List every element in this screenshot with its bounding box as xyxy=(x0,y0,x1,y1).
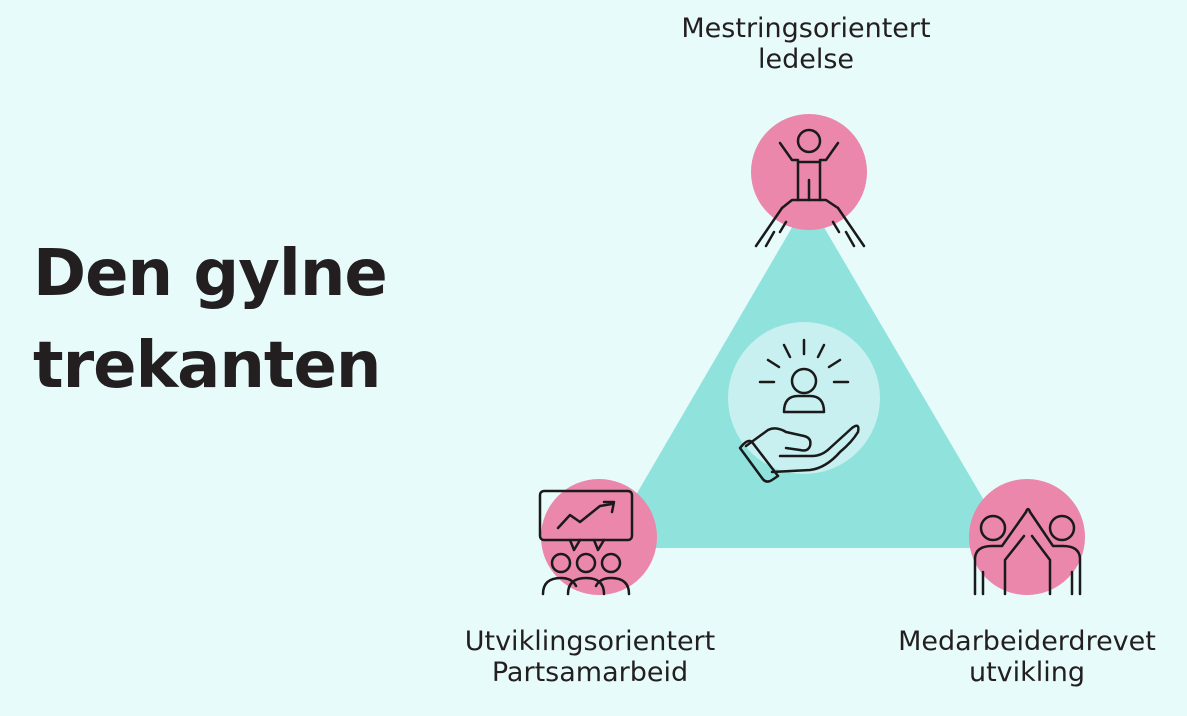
hand-holding-person-icon xyxy=(738,338,860,483)
node-label-right: Medarbeiderdrevet utvikling xyxy=(877,626,1177,688)
high-five-icon xyxy=(973,507,1082,596)
node-circle-top xyxy=(751,114,867,230)
page-title: Den gylne trekanten xyxy=(33,228,388,412)
title-line-2: trekanten xyxy=(33,329,381,403)
node-label-right-line-1: Medarbeiderdrevet xyxy=(898,626,1156,657)
team-presentation-growth-chart-icon xyxy=(538,489,634,596)
node-label-top-line-2: ledelse xyxy=(757,44,855,75)
title-line-1: Den gylne xyxy=(33,237,388,311)
node-label-left-line-2: Partsamarbeid xyxy=(491,657,689,688)
node-label-right-line-2: utvikling xyxy=(968,657,1086,688)
node-label-left: Utviklingsorientert Partsamarbeid xyxy=(440,626,740,688)
node-label-top: Mestringsorientert ledelse xyxy=(656,13,956,75)
node-label-left-line-1: Utviklingsorientert xyxy=(464,626,716,657)
person-celebrating-on-peak-icon xyxy=(754,128,866,248)
node-circle-right xyxy=(969,479,1085,595)
node-label-top-line-1: Mestringsorientert xyxy=(681,13,931,44)
